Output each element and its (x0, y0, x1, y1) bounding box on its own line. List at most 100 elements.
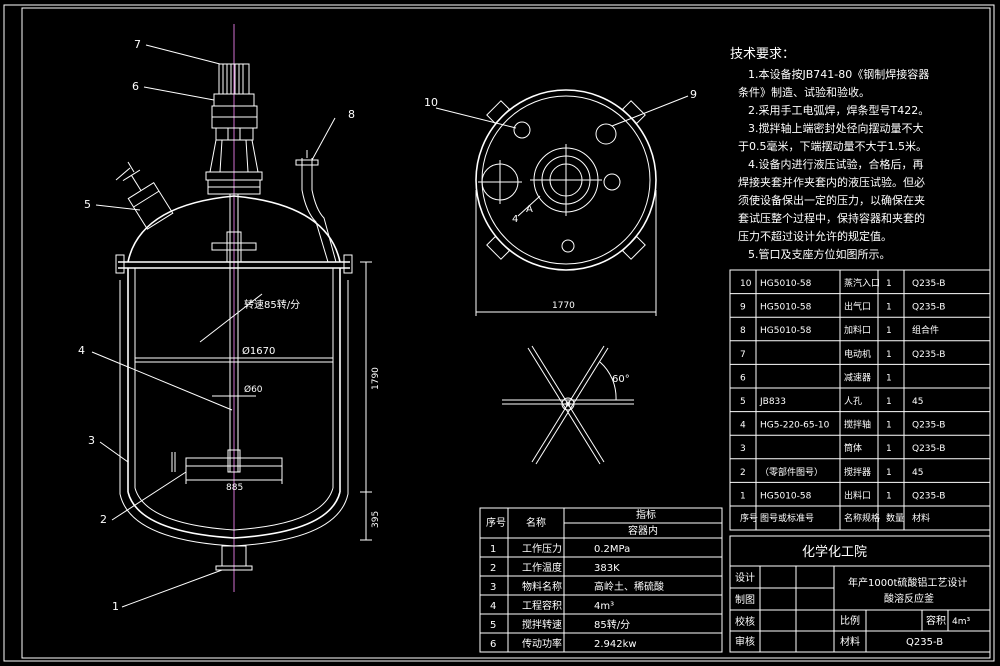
manhole (122, 169, 174, 230)
balloon-2: 2 (100, 513, 107, 526)
technical-requirements: 技术要求： 1.本设备按JB741-80《钢制焊接容器 条件》制造、试验和验收。… (730, 47, 929, 261)
parts-cell: Q235-B (912, 444, 945, 454)
tech-req-line: 套试压整个过程中，保持容器和夹套的 (738, 211, 925, 225)
balloon-7: 7 (134, 38, 141, 51)
tb-check: 校核 (735, 615, 755, 628)
spec-cell: 4 (490, 601, 496, 612)
tb-material-label: 材料 (840, 635, 860, 648)
spec-cell: 工程容积 (522, 599, 562, 612)
tech-req-line: 焊接夹套并作夹套内的液压试验。但必 (738, 175, 925, 189)
agitator-plan-view: 60° (502, 345, 634, 465)
parts-header-cell: 材料 (912, 512, 930, 524)
parts-cell: Q235-B (912, 279, 945, 289)
tech-req-line: 2.采用手工电弧焊，焊条型号T422。 (748, 103, 929, 117)
dim-height-395: 395 (371, 511, 381, 528)
balloon-1: 1 (112, 600, 119, 613)
parts-cell: HG5010-58 (760, 303, 812, 313)
parts-cell: 1 (886, 491, 892, 501)
parts-cell: 蒸汽入口 (844, 277, 880, 289)
parts-cell: 9 (740, 303, 746, 313)
spec-cell: 85转/分 (594, 618, 630, 631)
parts-cell: 1 (886, 397, 892, 407)
tech-req-line: 须使设备保出一定的压力，以确保在夹 (738, 193, 925, 207)
spec-header: 名称 (526, 516, 546, 529)
parts-cell: 2 (740, 468, 746, 478)
parts-cell: 人孔 (844, 396, 862, 407)
parts-cell: 3 (740, 444, 746, 454)
parts-cell: 1 (886, 373, 892, 383)
drawing-frame (3, 4, 995, 662)
dim-dia-60: Ø60 (244, 384, 263, 395)
parts-cell: Q235-B (912, 421, 945, 431)
spec-cell: 2.942kw (594, 639, 637, 650)
plan-label-4: 4 (512, 214, 518, 225)
balloon-10: 10 (424, 96, 438, 109)
shaft-coupling (211, 242, 257, 251)
tech-req-line: 4.设备内进行液压试验，合格后，再 (748, 157, 924, 171)
dim-height-1790: 1790 (371, 367, 381, 390)
spec-cell: 高岭土、稀硫酸 (594, 580, 664, 593)
dim-width-885: 885 (226, 483, 243, 493)
balloon-8: 8 (348, 108, 355, 121)
parts-cell: 1 (886, 350, 892, 360)
equipment-name: 酸溶反应釜 (884, 592, 934, 605)
parts-cell: 加料口 (844, 324, 871, 336)
parts-cell: 1 (886, 444, 892, 454)
tech-req-line: 条件》制造、试验和验收。 (738, 85, 870, 99)
parts-cell: Q235-B (912, 350, 945, 360)
tb-draw: 制图 (735, 593, 755, 606)
parts-cell: 4 (740, 421, 746, 431)
balloon-4: 4 (78, 344, 85, 357)
parts-cell: 1 (886, 468, 892, 478)
spec-cell: 383K (594, 563, 620, 574)
tb-review: 审核 (735, 635, 755, 648)
spec-cell: 工作温度 (522, 561, 562, 574)
parts-cell: 出气口 (844, 301, 871, 313)
spec-cell: 0.2MPa (594, 544, 630, 555)
vessel-plan-view: 4 A 1770 10 9 (424, 88, 697, 316)
tech-req-title: 技术要求： (730, 47, 795, 62)
spec-header: 序号 (486, 516, 506, 529)
tb-volume: 4m³ (952, 617, 970, 627)
spec-cell: 2 (490, 563, 496, 574)
parts-header-cell: 数量 (886, 512, 904, 524)
parts-cell: JB833 (759, 397, 786, 407)
tb-volume-label: 容积 (926, 614, 946, 627)
balloon-6: 6 (132, 80, 139, 93)
parts-cell: 8 (740, 326, 746, 336)
balloon-5: 5 (84, 198, 91, 211)
dim-plan-1770: 1770 (552, 301, 575, 311)
parts-cell: 7 (740, 350, 746, 360)
tech-req-line: 压力不超过设计允许的规定值。 (738, 229, 892, 243)
parts-cell: Q235-B (912, 491, 945, 501)
parts-header-cell: 名称规格 (844, 512, 880, 524)
parts-cell: 减速器 (844, 371, 871, 383)
spec-cell: 传动功率 (522, 637, 562, 650)
spec-cell: 工作压力 (522, 542, 562, 555)
tb-material: Q235-B (906, 637, 943, 648)
parts-cell: 1 (886, 279, 892, 289)
spec-cell: 5 (490, 620, 496, 631)
parts-cell: 45 (912, 468, 923, 478)
agitator-blade (185, 457, 283, 467)
spec-cell: 3 (490, 582, 496, 593)
dim-angle: 60° (612, 374, 630, 385)
tech-req-line: 5.管口及支座方位如图所示。 (748, 247, 891, 261)
parts-cell: 搅拌器 (844, 466, 871, 478)
parts-cell: 组合件 (912, 324, 939, 336)
parts-cell: 出料口 (844, 489, 871, 501)
parts-cell: 10 (740, 279, 752, 289)
parts-cell: 1 (886, 326, 892, 336)
parts-cell: 6 (740, 373, 746, 383)
parts-cell: （零部件图号） (760, 466, 823, 478)
parts-cell: 筒体 (844, 442, 862, 454)
spec-cell: 物料名称 (522, 580, 562, 593)
tb-design: 设计 (735, 571, 755, 584)
project-name: 年产1000t硫酸铝工艺设计 (848, 576, 967, 589)
parts-cell: HG5010-58 (760, 326, 812, 336)
tech-req-line: 于0.5毫米，下端摆动量不大于1.5米。 (738, 139, 927, 153)
parts-cell: 45 (912, 397, 923, 407)
